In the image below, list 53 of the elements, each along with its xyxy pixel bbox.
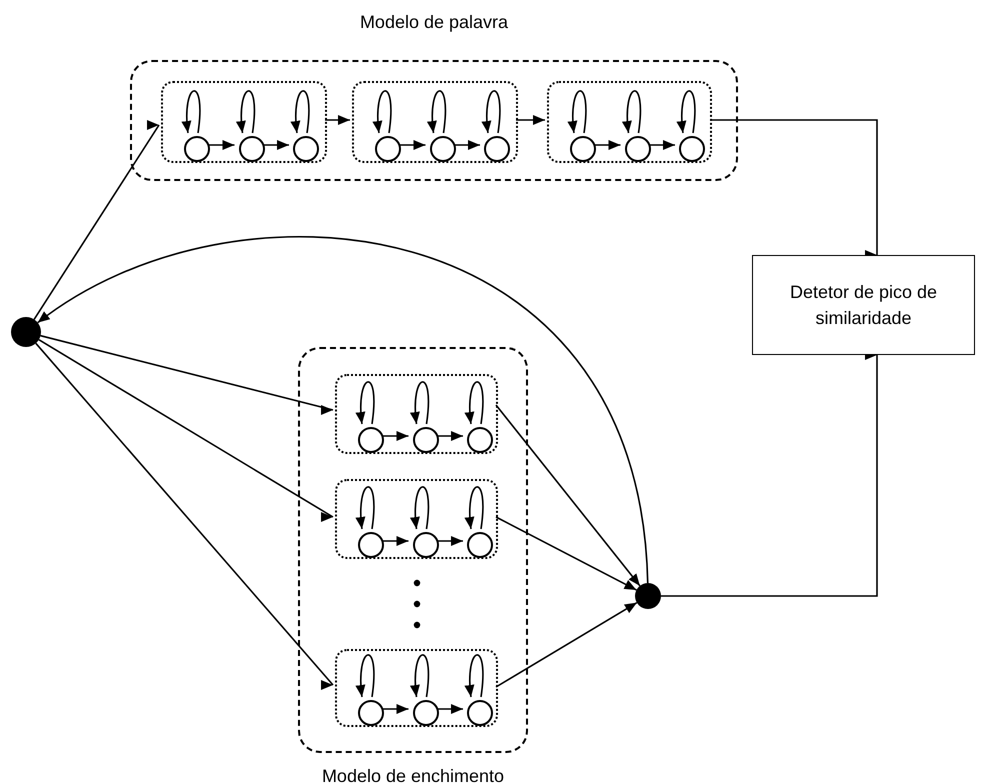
state-circle (430, 136, 456, 162)
state-circle (467, 427, 493, 453)
arrow (495, 404, 641, 586)
state-circle (358, 700, 384, 726)
arrow (516, 115, 545, 125)
state-model-box (335, 649, 498, 727)
state-circle (467, 700, 493, 726)
state-circle (293, 136, 319, 162)
state-model-box (335, 374, 498, 454)
self-loop-arrow (410, 654, 430, 698)
state-circle (679, 136, 705, 162)
self-loop-arrow (464, 654, 484, 698)
model-title: Modelo de enchimento (320, 766, 506, 784)
self-loop-arrow (410, 382, 430, 424)
self-loop-arrow (464, 382, 484, 424)
state-circle (624, 136, 650, 162)
state-model-box (547, 81, 712, 163)
self-loop-arrow (410, 486, 430, 530)
state-circle (184, 136, 210, 162)
self-loop-arrow (676, 90, 696, 134)
self-loop-arrow (290, 90, 310, 134)
state-model-box (335, 479, 498, 559)
state-circle (412, 700, 438, 726)
self-loop-arrow (236, 90, 256, 134)
self-loop-arrow (464, 486, 484, 530)
self-loop-arrow (182, 90, 201, 134)
self-loop-arrow (356, 382, 375, 424)
self-loop-arrow (356, 654, 375, 698)
box-label: Detetor de pico de similaridade (788, 280, 938, 330)
state-circle (358, 427, 384, 453)
state-circle (484, 136, 510, 162)
self-loop-arrow (372, 90, 392, 134)
self-loop-arrow (568, 90, 587, 134)
state-circle (358, 532, 384, 558)
state-circle (375, 136, 401, 162)
state-model-box (161, 81, 327, 163)
arrow (325, 115, 350, 125)
state-circle (412, 427, 438, 453)
state-circle (238, 136, 264, 162)
model-title: Modelo de palavra (358, 12, 510, 33)
state-circle (412, 532, 438, 558)
state-circle (467, 532, 493, 558)
arrow (495, 516, 637, 591)
self-loop-arrow (482, 90, 501, 134)
self-loop-arrow (427, 90, 446, 134)
self-loop-arrow (356, 486, 375, 530)
process-box (752, 255, 975, 355)
state-model-box (352, 81, 518, 163)
arrow (495, 602, 638, 688)
state-circle (570, 136, 596, 162)
self-loop-arrow (622, 90, 642, 134)
junction-dot (11, 317, 41, 347)
junction-dot (635, 583, 661, 609)
